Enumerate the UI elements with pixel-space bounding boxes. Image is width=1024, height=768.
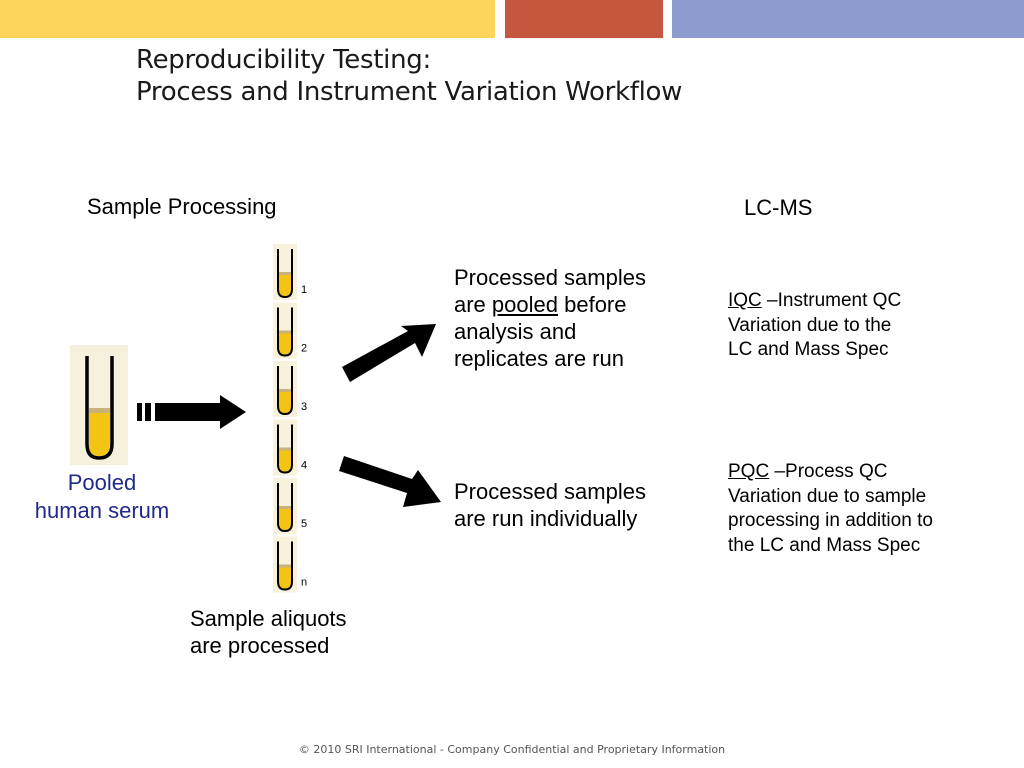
iqc-line-1: IQC –Instrument QC xyxy=(728,289,901,314)
iqc-term: IQC xyxy=(728,290,762,311)
pqc-description: PQC –Process QC Variation due to sample … xyxy=(728,460,933,558)
pooled-branch-line-2-post: before xyxy=(558,292,627,317)
pqc-line-4: the LC and Mass Spec xyxy=(728,534,921,556)
pqc-line-2: Variation due to sample xyxy=(728,485,927,507)
individual-branch-line-2: are run individually xyxy=(454,506,638,531)
processing-arrow-icon xyxy=(137,395,246,429)
individual-branch-line-1: Processed samples xyxy=(454,479,646,504)
pooled-serum-line-2: human serum xyxy=(34,498,170,523)
aliquot-tube-label: 5 xyxy=(301,518,307,530)
iqc-line-3: LC and Mass Spec xyxy=(728,339,889,360)
iqc-line-1-rest: –Instrument QC xyxy=(761,290,902,311)
aliquot-tube-label: n xyxy=(301,577,307,589)
aliquots-line-1: Sample aliquots xyxy=(190,606,347,631)
header-bar-yellow xyxy=(0,0,495,38)
aliquot-tube-label: 3 xyxy=(301,401,307,413)
pooled-branch-text: Processed samples are pooled before anal… xyxy=(454,264,646,372)
pqc-line-1: PQC –Process QC xyxy=(728,460,933,485)
aliquot-tube-icon xyxy=(273,302,297,359)
pooled-serum-line-1: Pooled xyxy=(67,470,137,495)
individual-arrow-icon xyxy=(339,456,441,507)
pqc-term: PQC xyxy=(728,461,770,482)
aliquot-tube-label: 1 xyxy=(301,284,307,296)
sample-processing-header: Sample Processing xyxy=(87,194,277,219)
aliquot-tube-icon xyxy=(273,361,297,417)
footer-copyright: © 2010 SRI International - Company Confi… xyxy=(298,743,726,756)
pqc-line-1-rest: –Process QC xyxy=(769,461,888,482)
slide-title: Reproducibility Testing: Process and Ins… xyxy=(136,44,682,108)
aliquot-tube-label: 4 xyxy=(301,460,307,472)
iqc-line-2: Variation due to the xyxy=(728,314,892,336)
aliquot-tube-icon xyxy=(273,478,297,534)
header-bar-blue xyxy=(672,0,1024,38)
pooled-branch-line-3: analysis and xyxy=(454,319,577,344)
header-bar-red xyxy=(505,0,663,38)
title-line-1: Reproducibility Testing: xyxy=(136,45,431,75)
individual-branch-text: Processed samples are run individually xyxy=(454,478,646,532)
pooled-branch-line-1: Processed samples xyxy=(454,265,646,290)
aliquot-tube-label: 2 xyxy=(301,343,307,355)
iqc-description: IQC –Instrument QC Variation due to the … xyxy=(728,289,901,363)
pooled-serum-label: Pooled human serum xyxy=(22,469,182,525)
pooled-branch-line-4: replicates are run xyxy=(454,346,624,371)
aliquot-tubes: 1 2 3 4 5 n xyxy=(273,244,307,593)
pooled-underlined-word: pooled xyxy=(491,292,558,317)
aliquot-tube-icon xyxy=(273,244,297,300)
lcms-header: LC-MS xyxy=(744,195,813,220)
pooled-branch-line-2-pre: are xyxy=(454,292,492,317)
pqc-line-3: processing in addition to xyxy=(728,510,933,531)
aliquots-caption: Sample aliquots are processed xyxy=(190,605,347,659)
aliquot-tube-icon xyxy=(273,419,297,476)
aliquot-tube-icon xyxy=(273,536,297,593)
pooled-serum-tube-icon xyxy=(70,345,128,465)
pooled-arrow-icon xyxy=(342,324,436,382)
title-line-2: Process and Instrument Variation Workflo… xyxy=(136,77,683,107)
aliquots-line-2: are processed xyxy=(190,633,330,658)
pooled-branch-line-2: are pooled before xyxy=(454,291,646,318)
